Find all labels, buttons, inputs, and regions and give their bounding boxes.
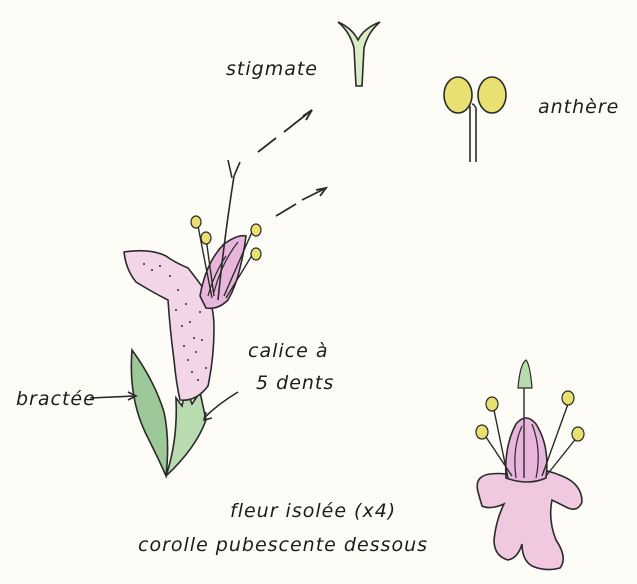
calyx-shape bbox=[166, 388, 206, 476]
bract-shape bbox=[131, 350, 167, 476]
isolated-flower bbox=[476, 360, 584, 570]
main-flower bbox=[124, 160, 261, 476]
caption-line1: fleur isolée (x4) bbox=[230, 500, 396, 522]
bract-label: bractée bbox=[16, 388, 96, 410]
caption-line2: corolle pubescente dessous bbox=[138, 534, 428, 556]
isolated-corolla bbox=[477, 468, 582, 570]
calyx-label-line2: 5 dents bbox=[256, 372, 334, 394]
detail-arrows bbox=[258, 110, 326, 216]
stigma-detail bbox=[338, 22, 380, 86]
stigma-label: stigmate bbox=[226, 58, 318, 80]
calyx-label-line1: calice à bbox=[248, 340, 328, 362]
isolated-upper-lip bbox=[506, 418, 547, 482]
anther-detail bbox=[444, 77, 506, 162]
anther-label: anthère bbox=[538, 96, 619, 118]
